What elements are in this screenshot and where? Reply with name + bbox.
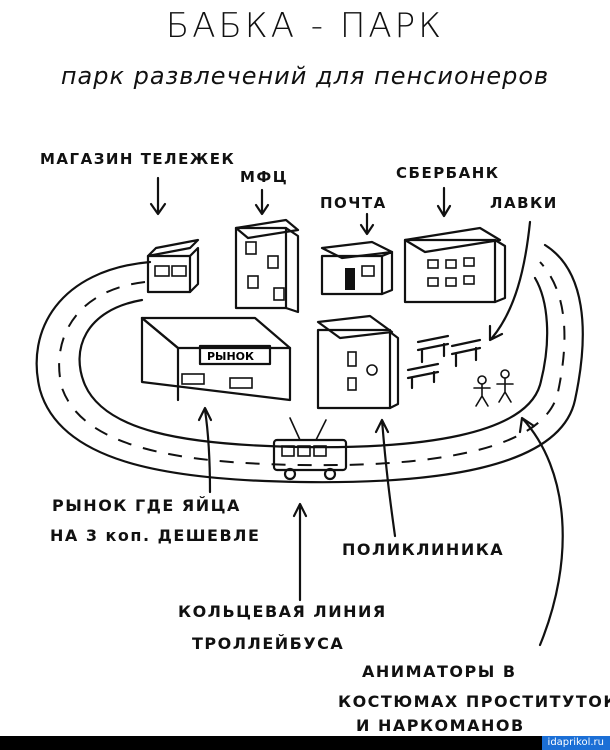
road-center-line [58, 261, 566, 467]
label-market-line2: НА 3 коп. ДЕШЕВЛЕ [50, 526, 261, 545]
page-subtitle: парк развлечений для пенсионеров [60, 62, 550, 90]
person-icon [473, 369, 514, 407]
label-animators-line3: И НАРКОМАНОВ [356, 716, 525, 735]
arrow-icon [149, 176, 564, 647]
watermark-bar: idaprikol.ru [0, 736, 610, 750]
label-market-line1: РЫНОК ГДЕ ЯЙЦА [52, 496, 241, 515]
arrow-trolley [292, 502, 308, 602]
market-building: РЫНОК [140, 316, 292, 402]
label-animators-line2: КОСТЮМАХ ПРОСТИТУТОК [338, 692, 610, 711]
bench-icon [406, 334, 482, 390]
watermark-text[interactable]: idaprikol.ru [541, 736, 610, 750]
arrow-shop [149, 176, 167, 216]
label-mfc: МФЦ [240, 168, 289, 186]
sberbank-building [403, 226, 507, 304]
post-office-building [320, 240, 394, 296]
arrow-benches [488, 220, 532, 342]
arrow-mfc [254, 188, 270, 216]
road-outer-edge [35, 243, 584, 484]
label-sberbank: СБЕРБАНК [396, 164, 500, 182]
label-trolley-line1: КОЛЬЦЕВАЯ ЛИНИЯ [178, 602, 387, 621]
label-animators-line1: АНИМАТОРЫ В [362, 662, 517, 681]
trolleybus-icon [272, 417, 348, 481]
label-trolley-line2: ТРОЛЛЕЙБУСА [192, 634, 345, 653]
arrow-sber [436, 186, 452, 218]
label-cart-shop: МАГАЗИН ТЕЛЕЖЕК [40, 150, 236, 168]
ring-road [35, 243, 584, 484]
arrow-market [197, 406, 213, 494]
label-clinic: ПОЛИКЛИНИКА [342, 540, 505, 559]
mfc-building [234, 218, 300, 314]
clinic-building [316, 314, 400, 410]
arrow-post [359, 212, 375, 236]
cart-shop-building [146, 238, 200, 294]
label-post: ПОЧТА [320, 194, 387, 212]
arrow-animators [518, 416, 564, 647]
label-benches: ЛАВКИ [490, 194, 558, 212]
market-sign [198, 344, 272, 366]
road-inner-edge [78, 276, 549, 449]
arrow-clinic [374, 418, 397, 538]
market-sign-text: РЫНОК [207, 350, 254, 363]
page-title: БАБКА - ПАРК [165, 6, 445, 46]
